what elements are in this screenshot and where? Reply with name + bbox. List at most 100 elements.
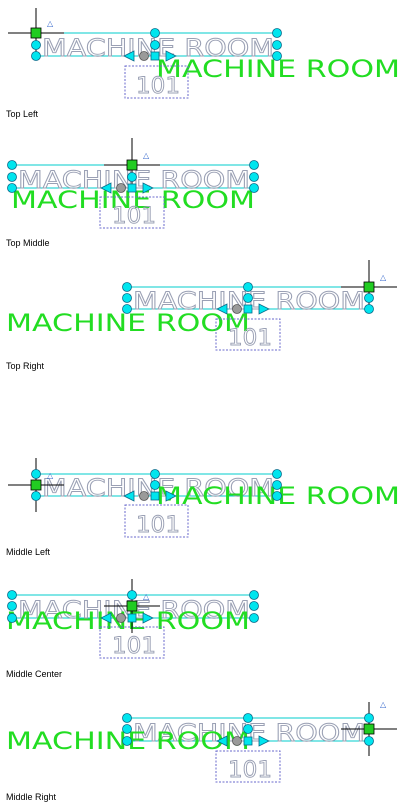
room-number-box[interactable] [124,504,189,538]
grip-circle[interactable] [7,613,17,623]
base-point-grip[interactable] [126,159,138,171]
base-point-grip[interactable] [363,281,375,293]
grip-circle[interactable] [243,713,253,723]
grip-circle[interactable] [150,469,160,479]
rotate-grip[interactable] [116,613,126,623]
grip-circle[interactable] [364,736,374,746]
grip-circle[interactable] [249,160,259,170]
room-number-box[interactable] [124,65,189,99]
grip-circle[interactable] [150,28,160,38]
diagram-middle-center: MACHINE ROOM MACHINE ROOM 101 △ [6,579,259,659]
room-number-box[interactable] [215,750,281,783]
base-point-grip[interactable] [363,723,375,735]
arrow-left-grip[interactable] [100,182,112,194]
grip-circle[interactable] [249,183,259,193]
base-point-grip[interactable] [30,479,42,491]
room-number-box[interactable] [215,318,281,351]
arrow-right-grip[interactable] [258,735,270,747]
grip-circle[interactable] [364,713,374,723]
diagram-middle-left: MACHINE ROOM MACHINE ROOM 101 △ [8,458,400,538]
rotate-grip[interactable] [116,183,126,193]
rotate-grip[interactable] [139,491,149,501]
grip-circle[interactable] [7,160,17,170]
grip-circle[interactable] [122,304,132,314]
base-point-grip[interactable] [126,600,138,612]
grip-circle[interactable] [122,736,132,746]
room-number-box[interactable] [99,196,165,229]
snap-icon: △ [380,700,387,709]
grip-circle[interactable] [364,304,374,314]
grip-circle[interactable] [31,491,41,501]
grip-circle[interactable] [243,724,253,734]
grip-circle[interactable] [7,590,17,600]
panel-caption: Top Left [6,109,39,119]
arrow-right-grip[interactable] [165,50,177,62]
panel-caption: Top Middle [6,238,50,248]
arrow-left-grip[interactable] [216,735,228,747]
grip-circle[interactable] [122,713,132,723]
grip-square[interactable] [150,51,160,61]
panel-caption: Top Right [6,361,45,371]
grip-circle[interactable] [249,172,259,182]
grip-circle[interactable] [7,172,17,182]
diagram-middle-right: MACHINE ROOM MACHINE ROOM 101 △ [6,700,397,783]
panel-middle-right: MACHINE ROOM MACHINE ROOM 101 △ Middle R… [0,688,417,808]
grip-circle[interactable] [31,51,41,61]
grip-circle[interactable] [122,293,132,303]
grip-circle[interactable] [127,172,137,182]
arrow-right-grip[interactable] [142,182,154,194]
grip-circle[interactable] [122,724,132,734]
grip-circle[interactable] [243,282,253,292]
arrow-left-grip[interactable] [123,490,135,502]
grip-circle[interactable] [249,601,259,611]
grip-circle[interactable] [364,293,374,303]
grip-circle[interactable] [272,469,282,479]
grip-circle[interactable] [272,51,282,61]
panel-top-left: MACHINE ROOM MACHINE ROOM 101 △ Top Left [0,0,417,125]
grip-circle[interactable] [243,293,253,303]
grip-square[interactable] [150,491,160,501]
grip-circle[interactable] [7,601,17,611]
arrow-left-grip[interactable] [216,303,228,315]
panel-caption: Middle Left [6,547,51,557]
arrow-left-grip[interactable] [100,612,112,624]
grip-circle[interactable] [150,40,160,50]
grip-circle[interactable] [31,40,41,50]
room-number-text: 101 [112,204,156,229]
grip-square[interactable] [127,183,137,193]
snap-icon: △ [143,151,150,160]
diagram-top-middle: MACHINE ROOM MACHINE ROOM 101 △ [7,138,259,229]
panel-caption: Middle Right [6,792,57,802]
rotate-grip[interactable] [232,736,242,746]
snap-icon: △ [47,471,54,480]
grip-circle[interactable] [122,282,132,292]
rotate-grip[interactable] [232,304,242,314]
grip-circle[interactable] [150,480,160,490]
grip-square[interactable] [243,736,253,746]
snap-icon: △ [143,592,150,601]
grip-circle[interactable] [272,28,282,38]
grip-circle[interactable] [272,480,282,490]
grip-square[interactable] [243,304,253,314]
panel-middle-center: MACHINE ROOM MACHINE ROOM 101 △ Middle C… [0,565,417,685]
panel-top-middle: MACHINE ROOM MACHINE ROOM 101 △ Top Midd… [0,125,417,255]
grip-square[interactable] [127,613,137,623]
grip-circle[interactable] [127,590,137,600]
grip-circle[interactable] [7,183,17,193]
grip-circle[interactable] [272,40,282,50]
arrow-right-grip[interactable] [142,612,154,624]
rotate-grip[interactable] [139,51,149,61]
arrow-left-grip[interactable] [123,50,135,62]
arrow-right-grip[interactable] [258,303,270,315]
arrow-right-grip[interactable] [165,490,177,502]
panel-middle-left: MACHINE ROOM MACHINE ROOM 101 △ Middle L… [0,445,417,565]
base-point-grip[interactable] [30,27,42,39]
grip-circle[interactable] [249,590,259,600]
diagram-top-right: MACHINE ROOM MACHINE ROOM 101 △ [6,260,397,351]
room-number-text: 101 [228,326,272,351]
grip-circle[interactable] [272,491,282,501]
room-number-text: 101 [228,758,272,783]
snap-icon: △ [380,273,387,282]
grip-circle[interactable] [249,613,259,623]
grip-circle[interactable] [31,469,41,479]
